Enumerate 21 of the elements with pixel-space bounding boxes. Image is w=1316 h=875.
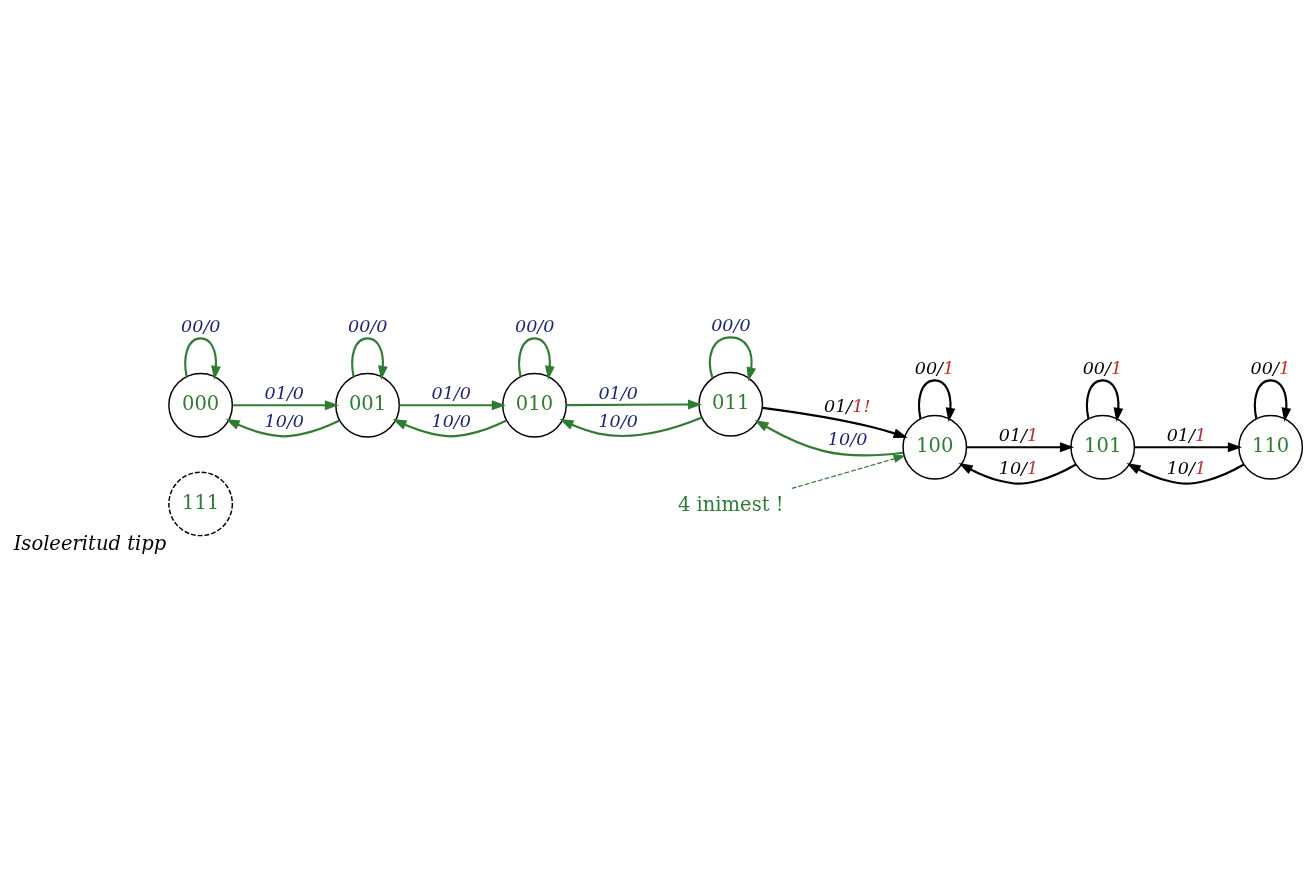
node-text: 4 inimest ! <box>677 492 784 516</box>
edge-label: 01/0 <box>431 382 471 403</box>
edge-label: 10/1 <box>1166 458 1207 479</box>
edge-label: 01/1! <box>823 395 871 416</box>
edge-label: 00/0 <box>514 315 555 336</box>
edge-label: 00/1 <box>914 357 955 378</box>
edge-label: 10/0 <box>431 411 471 432</box>
edge-label: 10/1 <box>998 458 1039 479</box>
edge-label: 10/0 <box>264 411 305 432</box>
edge-label: 01/0 <box>264 382 305 403</box>
edge-label: 00/0 <box>711 314 751 335</box>
edge-label: 00/1 <box>1082 357 1123 378</box>
edge-label: 00/0 <box>181 315 221 336</box>
edge-label: 01/0 <box>598 382 638 403</box>
node-label: Isoleeritud tipp <box>13 532 167 556</box>
edge-label: 10/0 <box>827 428 868 449</box>
edge-label: 01/1 <box>1166 424 1207 445</box>
edge-label: 00/0 <box>348 315 388 336</box>
edge-label: 10/0 <box>598 411 638 432</box>
edge-label: 01/1 <box>998 424 1039 445</box>
edge-label: 00/1 <box>1250 357 1291 378</box>
